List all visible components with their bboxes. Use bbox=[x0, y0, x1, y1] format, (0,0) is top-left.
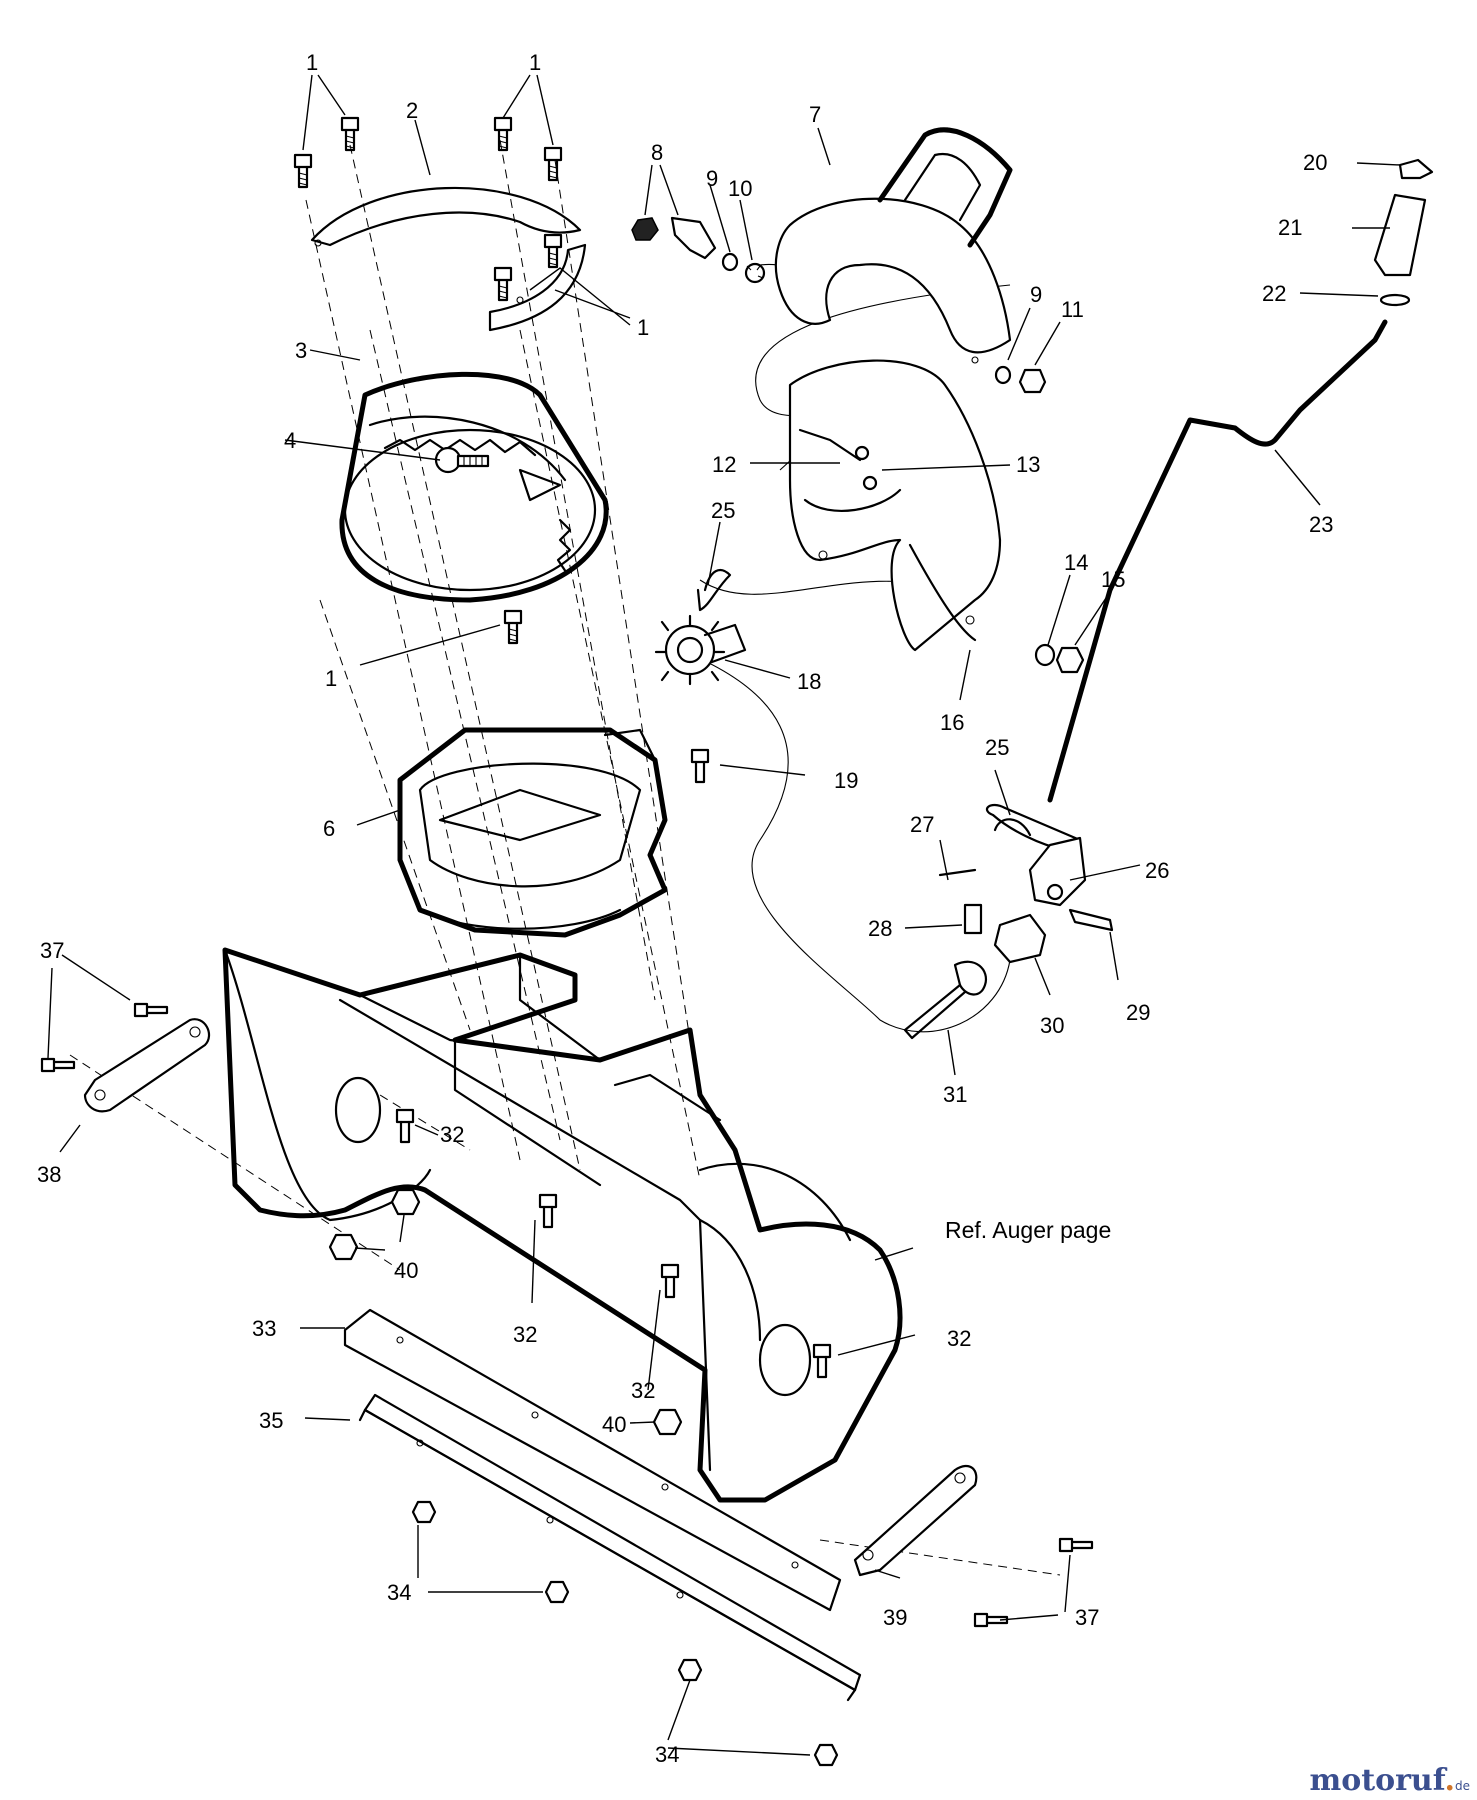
universal-joint bbox=[903, 803, 1114, 1040]
callout-30: 30 bbox=[1040, 1013, 1064, 1038]
callout-35: 35 bbox=[259, 1408, 283, 1433]
watermark-tld: de bbox=[1455, 1779, 1470, 1793]
leader-lines bbox=[47, 74, 1401, 1756]
callout-27: 27 bbox=[910, 812, 934, 837]
hair-pin-clip-upper bbox=[696, 568, 732, 612]
callout-6: 6 bbox=[323, 816, 335, 841]
chute-deflector bbox=[774, 127, 1013, 364]
chute-base-ring bbox=[339, 371, 609, 603]
callout-37a: 37 bbox=[40, 938, 64, 963]
right-skid-shoe bbox=[853, 1464, 1094, 1628]
callout-23: 23 bbox=[1309, 512, 1333, 537]
callout-16: 16 bbox=[940, 710, 964, 735]
callout-13: 13 bbox=[1016, 452, 1040, 477]
chute-housing-adapter bbox=[397, 727, 668, 938]
chute-gear-bolt bbox=[434, 446, 490, 474]
pinion-gear bbox=[654, 614, 747, 686]
callout-26: 26 bbox=[1145, 858, 1169, 883]
callout-21: 21 bbox=[1278, 215, 1302, 240]
callout-9a: 9 bbox=[706, 166, 718, 191]
auger-housing bbox=[222, 947, 903, 1503]
assembly-lines bbox=[69, 139, 1061, 1576]
left-skid-shoe bbox=[40, 1002, 211, 1113]
watermark-logo: motoruf.de bbox=[1309, 1763, 1470, 1798]
callout-34b: 34 bbox=[655, 1742, 679, 1767]
callout-34a: 34 bbox=[387, 1580, 411, 1605]
callout-1c: 1 bbox=[637, 315, 649, 340]
callout-29: 29 bbox=[1126, 1000, 1150, 1025]
callout-40a: 40 bbox=[394, 1258, 418, 1283]
callout-labels: 1 1 2 7 8 9 10 20 21 9 11 22 1 3 4 12 13… bbox=[37, 50, 1333, 1767]
callout-22: 22 bbox=[1262, 281, 1286, 306]
callout-39: 39 bbox=[883, 1605, 907, 1630]
callout-10: 10 bbox=[728, 176, 752, 201]
callout-1d: 1 bbox=[325, 666, 337, 691]
callout-1b: 1 bbox=[529, 50, 541, 75]
carriage-nuts bbox=[411, 1500, 839, 1767]
callout-37b: 37 bbox=[1075, 1605, 1099, 1630]
hex-bolts bbox=[293, 116, 563, 645]
callout-4: 4 bbox=[284, 428, 296, 453]
callout-32c: 32 bbox=[947, 1326, 971, 1351]
watermark-brand: motoruf bbox=[1309, 1763, 1447, 1798]
chute-ring-flange bbox=[310, 186, 587, 332]
hair-pin-clip-lower bbox=[993, 818, 1032, 837]
callout-9b: 9 bbox=[1030, 282, 1042, 307]
callout-15: 15 bbox=[1101, 567, 1125, 592]
callout-31: 31 bbox=[943, 1082, 967, 1107]
callout-32b: 32 bbox=[513, 1322, 537, 1347]
carriage-bolt bbox=[690, 748, 710, 784]
ref-auger-page-note: Ref. Auger page bbox=[945, 1217, 1111, 1243]
callout-2: 2 bbox=[406, 98, 418, 123]
svg-text:motoruf.de: motoruf.de bbox=[1309, 1763, 1470, 1798]
callout-19: 19 bbox=[834, 768, 858, 793]
callout-3: 3 bbox=[295, 338, 307, 363]
wear-bar bbox=[358, 1393, 862, 1702]
callout-25a: 25 bbox=[711, 498, 735, 523]
callout-8: 8 bbox=[651, 140, 663, 165]
callout-25b: 25 bbox=[985, 735, 1009, 760]
callout-1a: 1 bbox=[306, 50, 318, 75]
callout-12: 12 bbox=[712, 452, 736, 477]
callout-32d: 32 bbox=[631, 1378, 655, 1403]
callout-33: 33 bbox=[252, 1316, 276, 1341]
callout-32a: 32 bbox=[440, 1122, 464, 1147]
callout-18: 18 bbox=[797, 669, 821, 694]
scraper-bar bbox=[343, 1308, 842, 1612]
callout-38: 38 bbox=[37, 1162, 61, 1187]
callout-40b: 40 bbox=[602, 1412, 626, 1437]
callout-7: 7 bbox=[809, 102, 821, 127]
callout-28: 28 bbox=[868, 916, 892, 941]
watermark-dot: . bbox=[1445, 1763, 1455, 1798]
callout-11: 11 bbox=[1061, 297, 1084, 322]
callout-20: 20 bbox=[1303, 150, 1327, 175]
chute-washer-nut bbox=[1034, 643, 1085, 674]
lower-chute bbox=[788, 359, 1002, 652]
chute-crank-handle bbox=[1047, 158, 1434, 803]
callout-14: 14 bbox=[1064, 550, 1088, 575]
housing-bolts bbox=[395, 1108, 832, 1379]
pivot-bracket-hardware bbox=[631, 216, 1047, 394]
